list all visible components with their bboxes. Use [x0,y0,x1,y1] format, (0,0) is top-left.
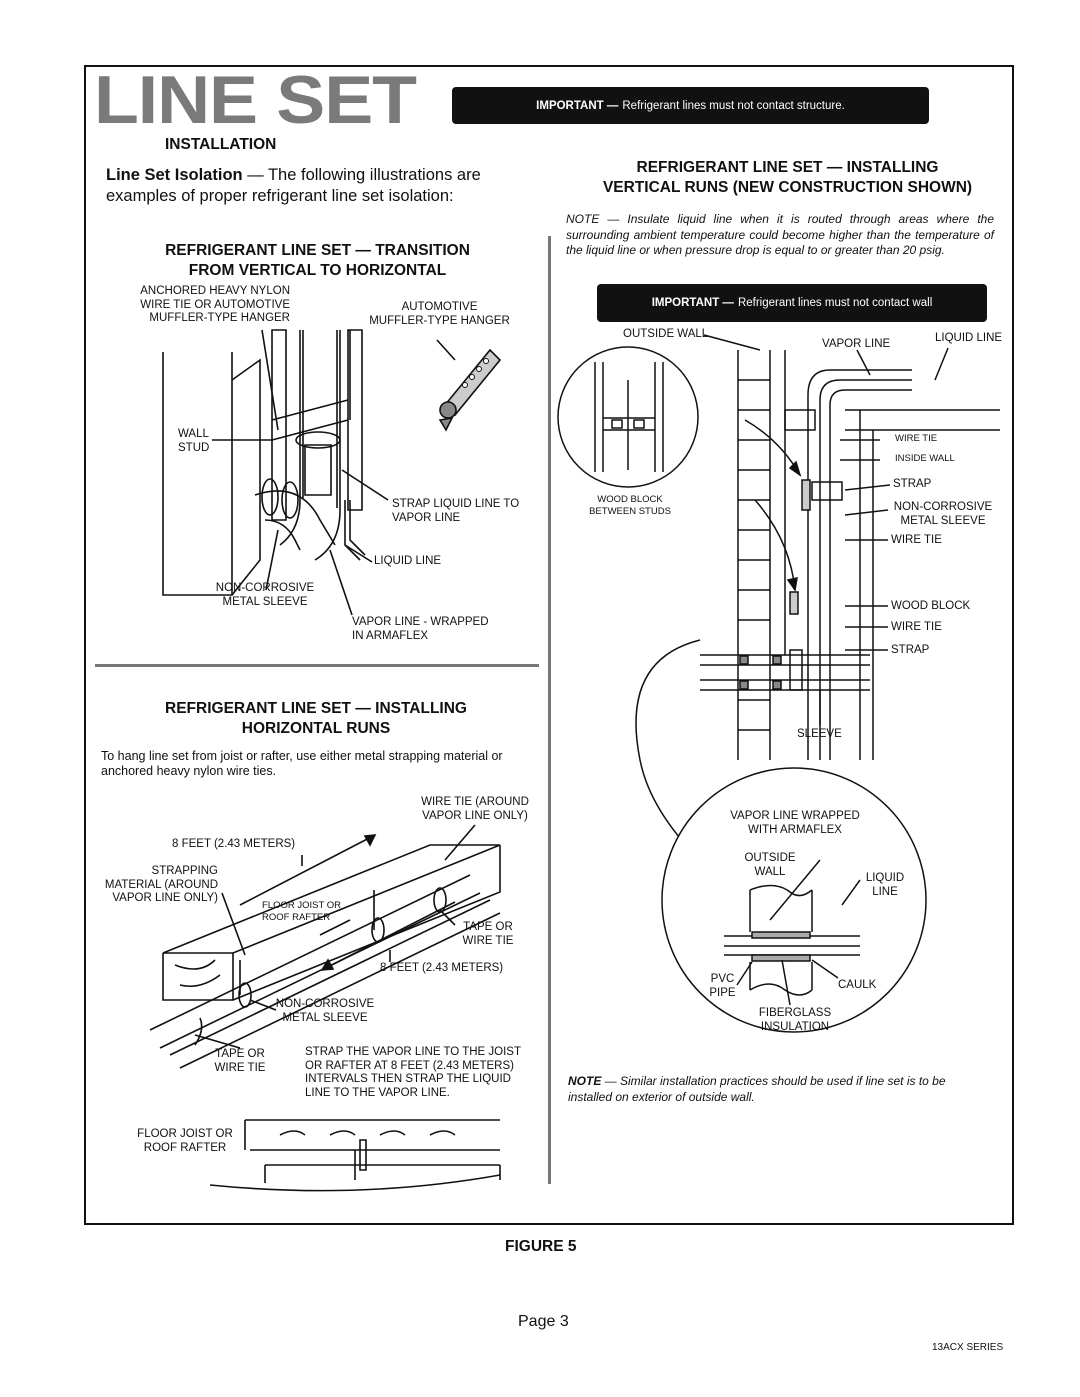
transition-heading-line1: REFRIGERANT LINE SET — TRANSITION [165,242,470,259]
label-liquid-line: LIQUID LINE [935,332,1003,344]
label-caulk: CAULK [838,979,877,991]
page-title: LINE SET [94,62,417,138]
label-sleeve-bottom: SLEEVE [797,728,842,740]
horizontal-heading-line1: REFRIGERANT LINE SET — INSTALLING [165,700,467,717]
label-liquid-line: LIQUID LINE [374,555,442,567]
label-strap-2: STRAP [891,644,930,656]
label-tape-right: TAPE OR WIRE TIE [462,921,514,947]
important-label: IMPORTANT — [536,99,619,112]
horizontal-heading-line2: HORIZONTAL RUNS [241,720,391,737]
horizontal-heading: REFRIGERANT LINE SET — INSTALLING HORIZO… [100,699,532,739]
label-strap-liquid: STRAP LIQUID LINE TO VAPOR LINE [392,498,520,524]
label-wall-stud: WALL STUD [178,428,210,454]
label-sleeve: NON-CORROSIVE METAL SLEEVE [215,582,315,608]
important-wall-label: IMPORTANT — [651,297,734,309]
figure-caption: FIGURE 5 [505,1238,577,1255]
installation-heading: INSTALLATION [165,136,277,153]
label-wood-block: WOOD BLOCK [891,600,971,612]
exterior-note-text: — Similar installation practices should … [568,1074,946,1104]
label-strap-vapor: STRAP THE VAPOR LINE TO THE JOIST OR RAF… [305,1046,522,1099]
transition-heading: REFRIGERANT LINE SET — TRANSITION FROM V… [100,241,535,281]
important-banner: IMPORTANT — Refrigerant lines must not c… [452,87,929,124]
vertical-heading-line1: REFRIGERANT LINE SET — INSTALLING [636,159,939,176]
exterior-note-bold: NOTE [568,1074,602,1088]
label-strap-1: STRAP [893,478,932,490]
label-vertical-sleeve: NON-CORROSIVE METAL SLEEVE [893,501,993,527]
important-wall-banner: IMPORTANT — Refrigerant lines must not c… [597,284,987,322]
series-label: 13ACX SERIES [932,1342,1004,1353]
section-divider [95,664,539,667]
label-pvc-pipe: PVC PIPE [709,973,736,999]
important-wall-text: Refrigerant lines must not contact wall [737,297,933,309]
transition-heading-line2: FROM VERTICAL TO HORIZONTAL [188,262,447,279]
horizontal-paragraph: To hang line set from joist or rafter, u… [101,749,503,778]
label-anchored-hanger: ANCHORED HEAVY NYLON WIRE TIE OR AUTOMOT… [140,285,290,324]
page-number: Page 3 [518,1313,569,1330]
label-wire-tie-2: WIRE TIE [891,534,942,546]
label-automotive-hanger: AUTOMOTIVE MUFFLER-TYPE HANGER [369,301,510,327]
label-outside-wall: OUTSIDE WALL [623,328,709,340]
label-floor-joist: FLOOR JOIST OR ROOF RAFTER [137,1128,233,1154]
label-8-feet-top: 8 FEET (2.43 METERS) [172,838,296,850]
label-strapping: STRAPPING MATERIAL (AROUND VAPOR LINE ON… [104,865,218,904]
label-vapor-line: VAPOR LINE [822,338,891,350]
isolation-paragraph: Line Set Isolation — The following illus… [106,165,531,207]
label-vapor-wrapped-armaflex: VAPOR LINE WRAPPED WITH ARMAFLEX [730,810,860,836]
important-text: Refrigerant lines must not contact struc… [622,99,845,112]
label-wood-block-between: WOOD BLOCK BETWEEN STUDS [589,494,671,517]
vertical-heading: REFRIGERANT LINE SET — INSTALLING VERTIC… [560,158,1015,198]
label-wire-tie-around: WIRE TIE (AROUND VAPOR LINE ONLY) [421,796,529,822]
isolation-text: — The following illustrations are exampl… [106,166,481,205]
label-wire-tie-1: WIRE TIE [895,433,938,444]
insulate-note: NOTE — Insulate liquid line when it is r… [566,212,994,257]
label-horizontal-sleeve: NON-CORROSIVE METAL SLEEVE [275,998,375,1024]
label-outside-wall-2: OUTSIDE WALL [744,852,796,878]
vertical-heading-line2: VERTICAL RUNS (NEW CONSTRUCTION SHOWN) [602,179,973,196]
label-floor-joist-small: FLOOR JOIST OR ROOF RAFTER [262,900,342,923]
isolation-bold: Line Set Isolation [106,166,243,184]
label-8-feet-bottom: 8 FEET (2.43 METERS) [380,962,504,974]
label-fiberglass: FIBERGLASS INSULATION [758,1007,832,1033]
label-vapor-wrapped: VAPOR LINE - WRAPPED IN ARMAFLEX [352,616,489,642]
column-divider [548,236,551,1184]
exterior-note: NOTE — Similar installation practices sh… [568,1074,983,1105]
label-liquid-line-2: LIQUID LINE [865,872,905,898]
figure-frame [84,65,1014,1225]
label-wire-tie-3: WIRE TIE [891,621,942,633]
label-inside-wall: INSIDE WALL [895,453,955,464]
label-tape-left: TAPE OR WIRE TIE [214,1048,266,1074]
